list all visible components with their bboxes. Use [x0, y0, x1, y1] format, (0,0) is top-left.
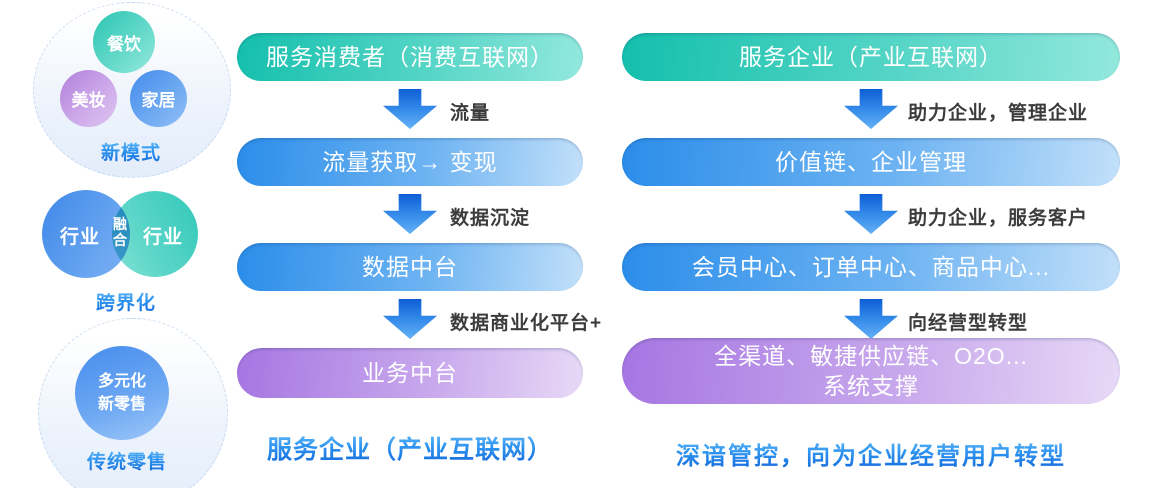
enterprise-flow-node-4: 全渠道、敏捷供应链、O2O... 系统支撑 — [622, 338, 1120, 404]
venn-right-label: 行业 — [143, 227, 184, 248]
consumer-flow-caption: 服务企业（产业互联网） — [237, 430, 583, 466]
venn-center-label: 融 合 — [113, 216, 127, 248]
new-model-label: 新模式 — [33, 138, 229, 165]
bubble-home: 家居 — [130, 70, 187, 127]
down-arrow-icon — [844, 299, 898, 339]
consumer-flow-arrow-label-2: 数据沉淀 — [450, 208, 531, 229]
down-arrow-icon — [383, 194, 437, 234]
enterprise-flow-arrow-label-2: 助力企业，服务客户 — [908, 208, 1089, 229]
venn-left-label: 行业 — [60, 227, 101, 248]
consumer-flow-node-3: 数据中台 — [237, 243, 583, 291]
bubble-new-retail-label: 多元化 新零售 — [97, 373, 146, 413]
down-arrow-icon — [383, 89, 437, 129]
enterprise-flow-arrow-label-3: 向经营型转型 — [908, 313, 1029, 334]
consumer-flow-node-2: 流量获取→ 变现 — [237, 138, 583, 186]
enterprise-flow-arrow-label-1: 助力企业，管理企业 — [908, 103, 1089, 124]
bubble-beauty: 美妆 — [60, 70, 117, 127]
enterprise-flow-node-3: 会员中心、订单中心、商品中心... — [622, 243, 1120, 291]
consumer-flow-node-1: 服务消费者（消费互联网） — [237, 33, 583, 81]
venn-right-circle — [112, 191, 198, 277]
bubble-catering: 餐饮 — [93, 11, 155, 73]
bubble-home-label: 家居 — [141, 91, 176, 110]
traditional-retail-label: 传统零售 — [33, 447, 221, 474]
down-arrow-icon — [383, 299, 437, 339]
crossover-label: 跨界化 — [33, 288, 219, 315]
enterprise-flow-caption: 深谙管控，向为企业经营用户转型 — [622, 436, 1120, 471]
down-arrow-icon — [844, 194, 898, 234]
bubble-beauty-label: 美妆 — [71, 91, 106, 110]
enterprise-flow-node-2: 价值链、企业管理 — [622, 138, 1120, 186]
bubble-catering-label: 餐饮 — [107, 34, 141, 54]
enterprise-flow-node-1: 服务企业（产业互联网） — [622, 33, 1120, 81]
consumer-flow-arrow-label-3: 数据商业化平台+ — [450, 313, 603, 334]
bubble-new-retail: 多元化 新零售 — [75, 346, 169, 440]
consumer-flow-arrow-label-1: 流量 — [450, 103, 491, 124]
consumer-flow-node-4: 业务中台 — [237, 348, 583, 398]
down-arrow-icon — [844, 89, 898, 129]
